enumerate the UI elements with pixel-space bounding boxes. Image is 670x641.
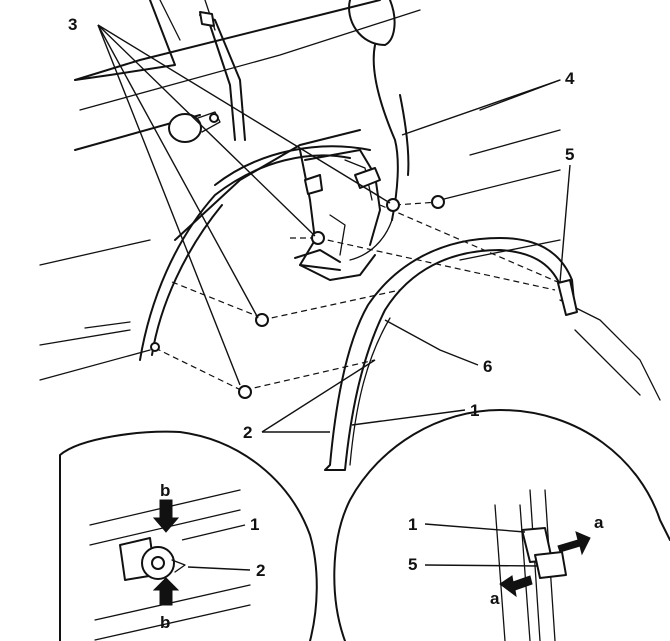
nut-1 xyxy=(255,313,269,327)
wheelhouse-liner xyxy=(214,145,381,281)
nut-4 xyxy=(386,198,400,212)
clip-1 xyxy=(150,342,160,352)
pillar-trim-part-4 xyxy=(348,0,410,261)
vertical-seal-part-3 xyxy=(199,11,246,141)
vehicle-body-outline xyxy=(39,0,661,401)
label-part-1: 1 xyxy=(470,401,479,420)
fixing-lines xyxy=(154,201,561,393)
body-wheel-arch xyxy=(139,154,351,361)
label-detail-right-1: 1 xyxy=(408,515,417,534)
nut-3 xyxy=(311,231,325,245)
label-detail-left-b-bottom: b xyxy=(160,613,170,632)
fuel-filler-cap xyxy=(168,111,221,143)
nut-2 xyxy=(238,385,252,399)
nut-5 xyxy=(431,195,445,209)
arrow-a-bottom xyxy=(499,575,533,598)
leader-lines xyxy=(97,24,571,433)
label-detail-left-2: 2 xyxy=(256,561,265,580)
arrow-b-top xyxy=(152,499,180,533)
detail-circle-right xyxy=(333,409,670,641)
end-cap-part-5 xyxy=(557,279,578,316)
label-part-4: 4 xyxy=(565,69,575,88)
label-detail-right-5: 5 xyxy=(408,555,417,574)
label-detail-left-b-top: b xyxy=(160,481,170,500)
fastener-nuts xyxy=(150,195,445,399)
arrow-a-top xyxy=(557,531,591,556)
label-detail-left-1: 1 xyxy=(250,515,259,534)
label-part-3: 3 xyxy=(68,15,77,34)
label-part-2: 2 xyxy=(243,423,252,442)
label-detail-right-a-top: a xyxy=(594,513,604,532)
arrow-b-bottom xyxy=(152,577,180,606)
detail-circle-left xyxy=(59,430,318,641)
label-part-6: 6 xyxy=(483,357,492,376)
callout-labels: 3 4 5 6 1 2 1 2 b b 1 5 a a xyxy=(68,15,604,632)
label-detail-right-a-bottom: a xyxy=(490,589,500,608)
label-part-5: 5 xyxy=(565,145,574,164)
